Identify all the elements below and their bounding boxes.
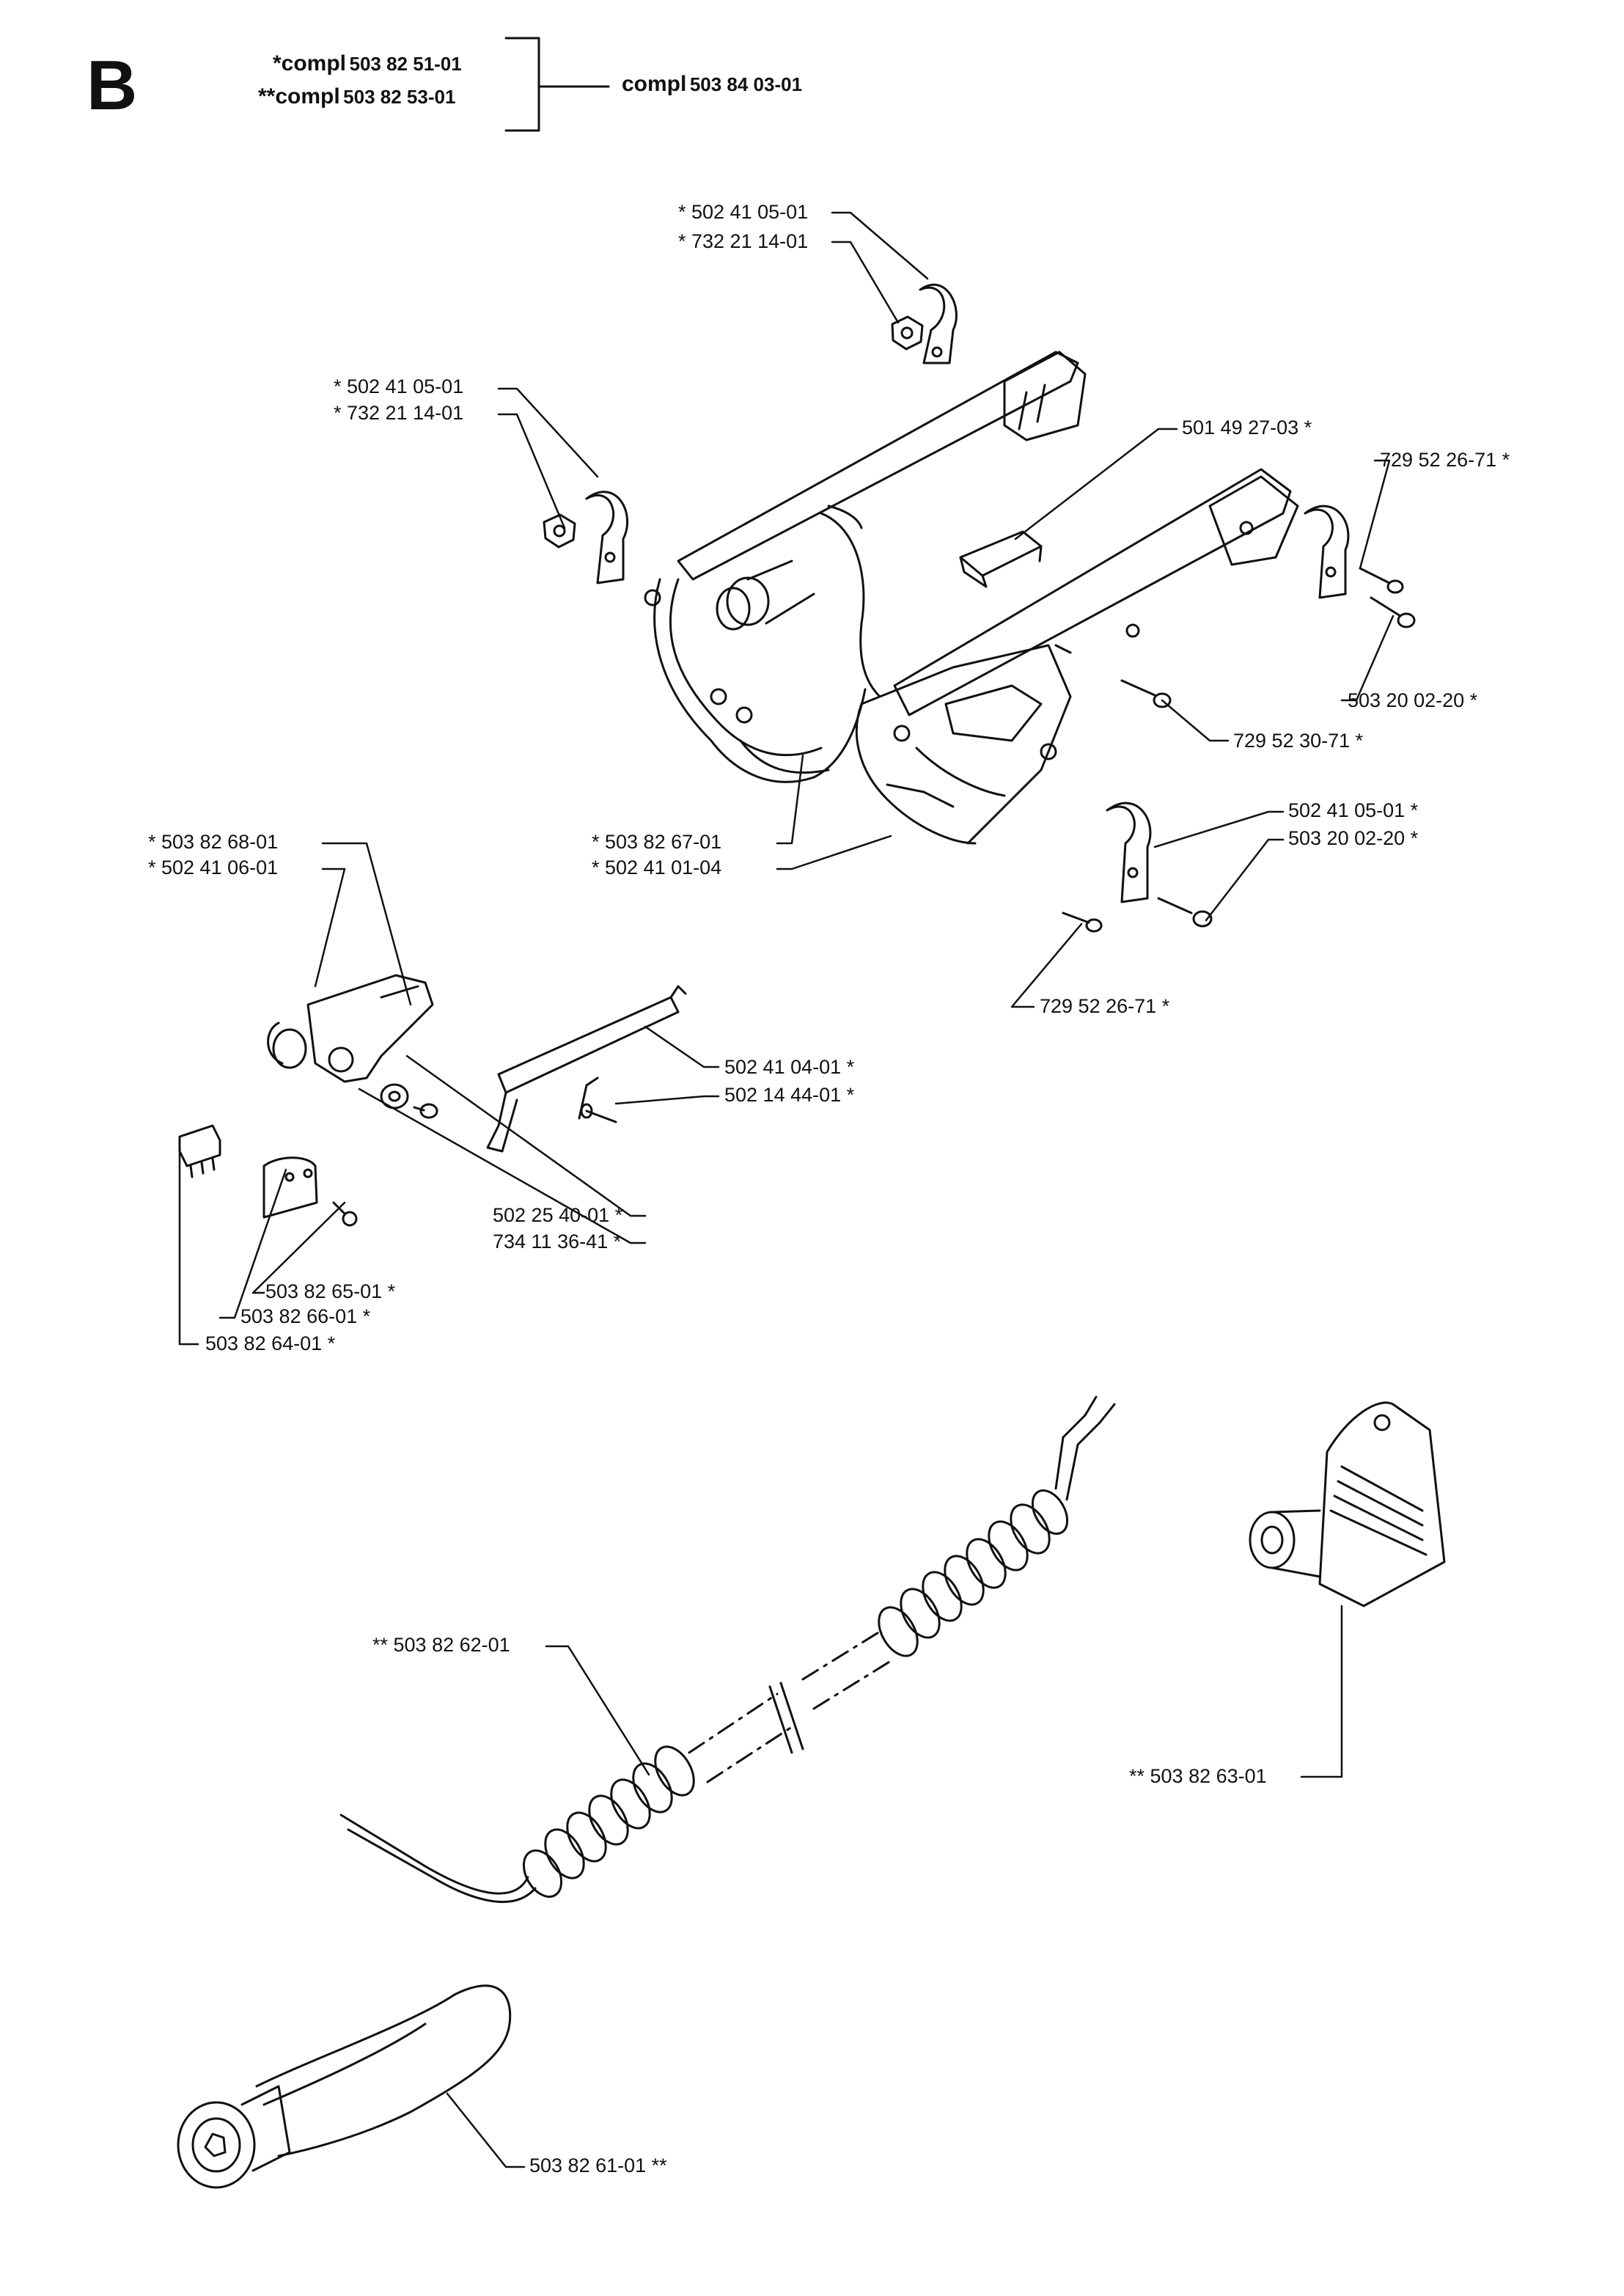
kit-line-1: *compl 503 82 51-01 [273, 51, 462, 76]
pin-502-14-44-01 [578, 1077, 617, 1123]
label-503-82-63-01: ** 503 82 63-01 [1129, 1765, 1267, 1787]
clip-bracket-top [919, 283, 958, 364]
label-503-82-66-01: 503 82 66-01 * [240, 1305, 371, 1327]
label-502-41-05-01-left: * 502 41 05-01 [334, 375, 464, 397]
label-503-20-02-20-top: 503 20 02-20 * [1348, 689, 1478, 711]
label-502-14-44-01: 502 14 44-01 * [724, 1084, 855, 1106]
label-732-21-14-01-left: * 732 21 14-01 [334, 402, 464, 424]
screw-729-52-26-71-top [1359, 567, 1404, 594]
kit-1-prefix: *compl [273, 51, 347, 76]
cover-plate [959, 530, 1043, 588]
kit-total-line: compl 503 84 03-01 [622, 72, 802, 97]
label-502-41-05-01-top: * 502 41 05-01 [678, 201, 809, 223]
label-503-82-61-01: 503 82 61-01 ** [529, 2154, 667, 2176]
grip-handle [177, 1984, 512, 2189]
label-503-82-64-01: 503 82 64-01 * [205, 1332, 336, 1354]
handle-frame-right [855, 468, 1299, 845]
kit-line-2: **compl 503 82 53-01 [258, 84, 455, 109]
screw-729-52-30-71 [1120, 679, 1172, 708]
label-502-41-04-01: 502 41 04-01 * [724, 1056, 855, 1078]
micro-switch [178, 1124, 221, 1178]
kit-bracket [504, 37, 610, 132]
label-503-20-02-20-lower: 503 20 02-20 * [1288, 827, 1419, 849]
label-503-82-62-01: ** 503 82 62-01 [372, 1634, 510, 1656]
washer [380, 1083, 409, 1110]
connector-plug [1249, 1401, 1446, 1607]
handle-frame-left [644, 351, 1087, 783]
label-502-41-06-01: * 502 41 06-01 [148, 857, 279, 879]
label-502-41-05-01-lower: 502 41 05-01 * [1288, 799, 1419, 821]
kit-total-number: 503 84 03-01 [689, 73, 803, 95]
label-729-52-30-71: 729 52 30-71 * [1233, 730, 1364, 752]
label-734-11-36-41: 734 11 36-41 * [493, 1230, 622, 1252]
screw-503-20-02-20-lower [1157, 897, 1213, 928]
label-501-49-27-03: 501 49 27-03 * [1182, 417, 1312, 439]
screw-734-11-36-41 [413, 1103, 438, 1119]
section-letter: B [87, 46, 138, 125]
screw-503-20-02-20-top [1370, 596, 1416, 628]
clip-bracket-left [585, 491, 629, 584]
label-732-21-14-01-top: * 732 21 14-01 [678, 230, 809, 252]
label-502-41-01-04: * 502 41 01-04 [592, 857, 722, 879]
nut-left [543, 513, 576, 549]
clip-bracket-lower [1106, 802, 1152, 903]
label-503-82-65-01: 503 82 65-01 * [265, 1280, 396, 1302]
label-503-82-67-01: * 503 82 67-01 [592, 831, 722, 853]
nut-top [891, 315, 924, 351]
kit-total-prefix: compl [622, 72, 687, 96]
coiled-cable [339, 1395, 1116, 1904]
label-502-25-40-01: 502 25 40-01 * [493, 1204, 623, 1226]
label-503-82-68-01: * 503 82 68-01 [148, 831, 279, 853]
label-729-52-26-71-lower: 729 52 26-71 * [1040, 995, 1170, 1017]
kit-1-number: 503 82 51-01 [349, 53, 462, 75]
screw-729-52-26-71-lower [1062, 912, 1103, 933]
label-729-52-26-71-top: 729 52 26-71 * [1380, 449, 1510, 471]
kit-2-number: 503 82 53-01 [343, 86, 456, 108]
switch-plate [262, 1156, 318, 1219]
leader-lines [178, 211, 1395, 2168]
kit-2-prefix: **compl [258, 84, 340, 109]
trigger-lever [267, 974, 434, 1083]
screw-503-82-65-01 [332, 1201, 358, 1227]
clip-bracket-right-top [1304, 505, 1350, 599]
lockout-bar [486, 985, 687, 1153]
